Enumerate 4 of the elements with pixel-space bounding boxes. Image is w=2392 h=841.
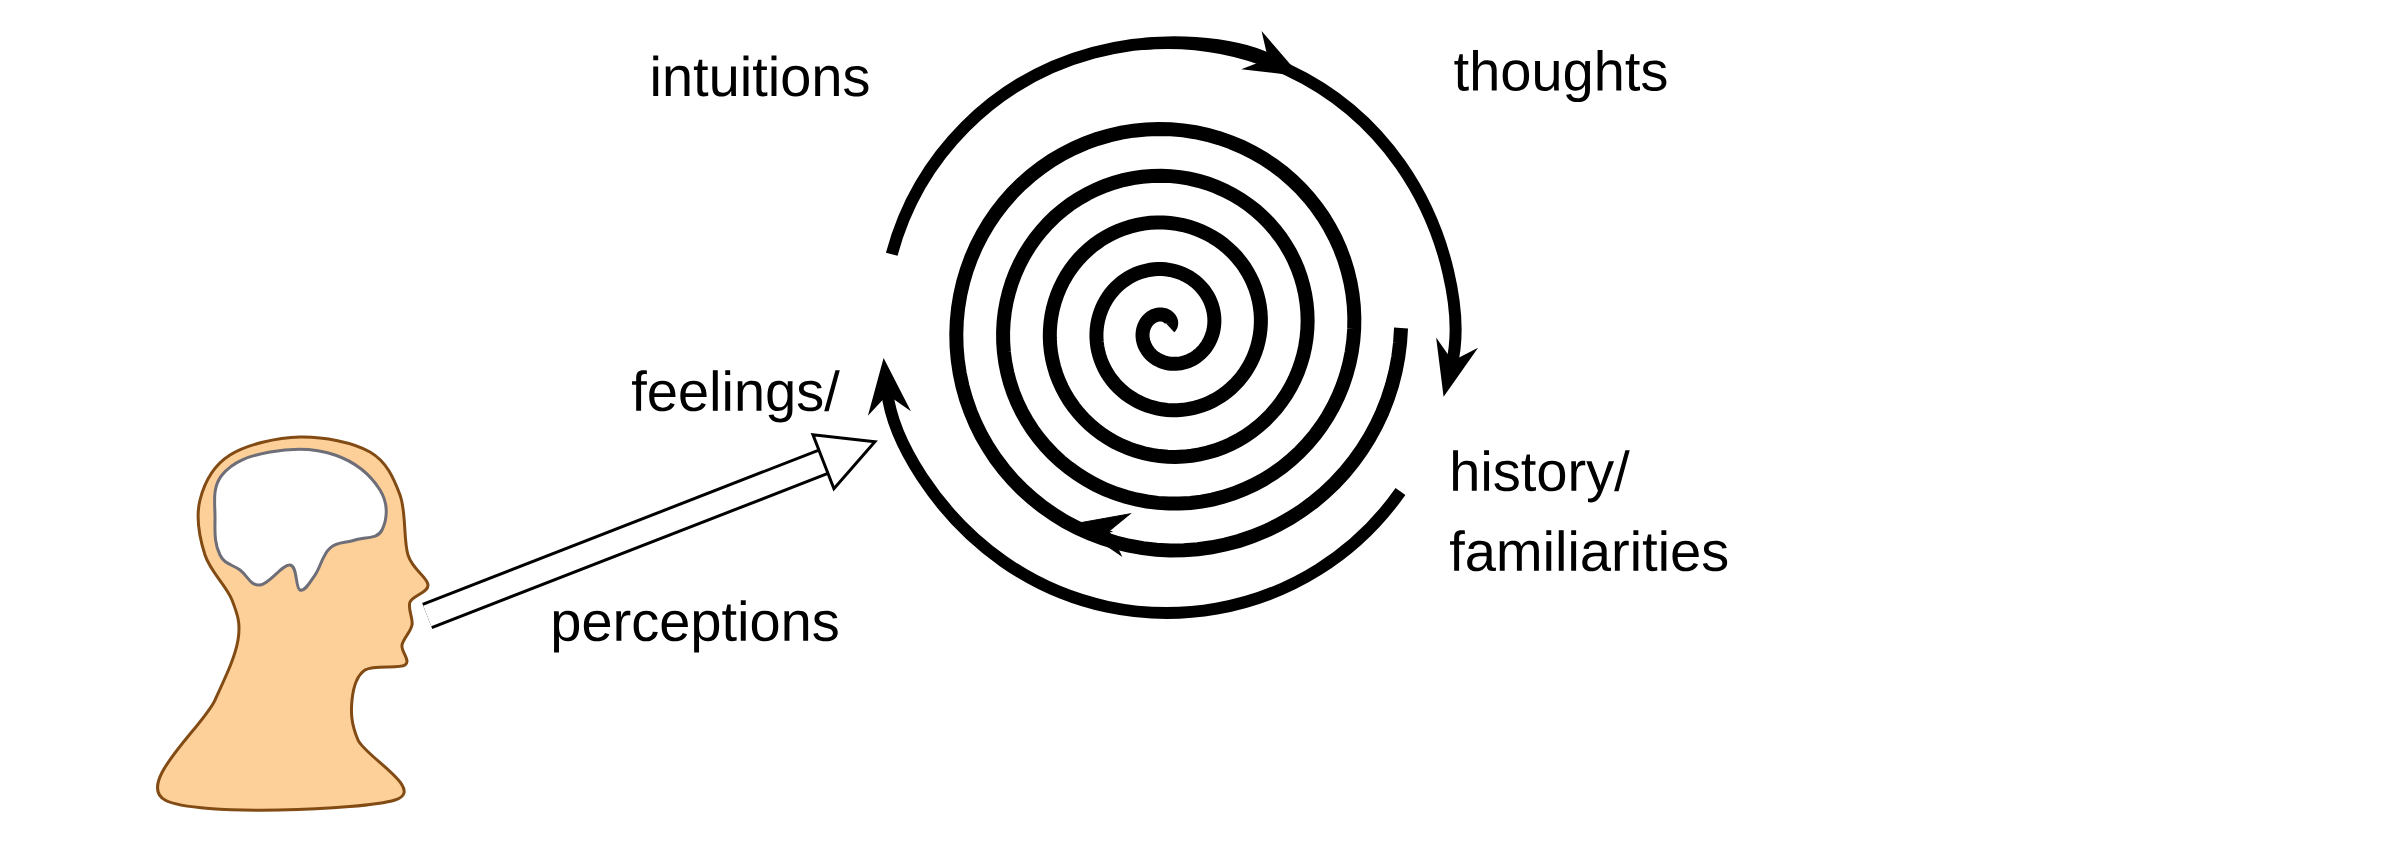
head-drawing bbox=[155, 435, 430, 812]
text-label: feelings/ perceptions bbox=[553, 370, 840, 653]
text-label: thoughts bbox=[1454, 49, 1667, 103]
text-label: history/ familiarities bbox=[1450, 450, 1728, 572]
